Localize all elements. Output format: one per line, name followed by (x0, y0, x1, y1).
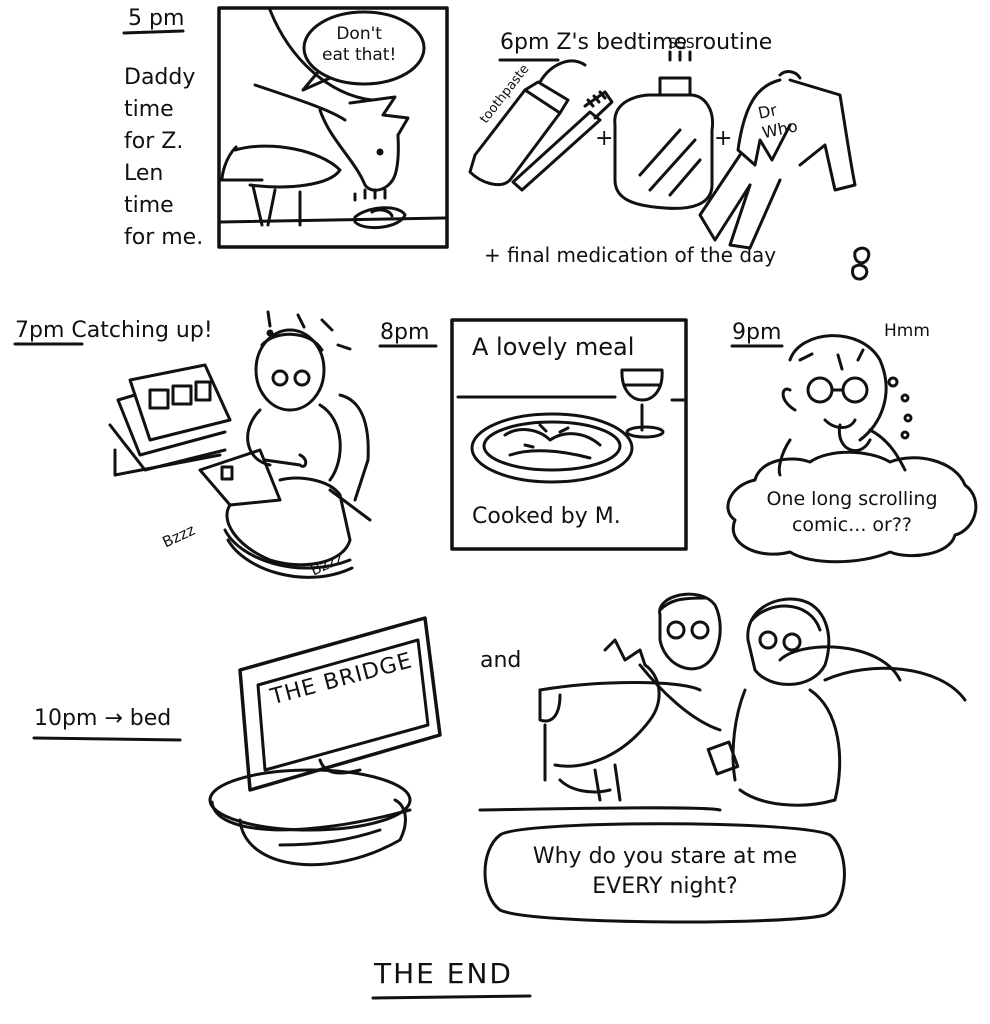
label-10pm: 10pm → bed (34, 706, 172, 731)
panel-5pm-frame (217, 6, 449, 249)
and-text: and (480, 648, 522, 673)
time-5pm: 5 pm (128, 6, 185, 31)
hot-water-bottle-icon (613, 50, 715, 210)
thinking-person-drawing (777, 334, 913, 477)
speech-text-10pm: Why do you stare at me EVERY night? (490, 842, 840, 902)
underline-the-end (371, 994, 532, 1000)
time-8pm: 8pm (380, 320, 430, 345)
wine-glass-icon (620, 368, 665, 439)
caption-6pm: + final medication of the day (484, 243, 777, 267)
speech-text-5pm: Don't eat that! (322, 24, 396, 66)
underline-5pm (122, 29, 185, 35)
thought-line: comic... or?? (791, 514, 913, 536)
time-9pm: 9pm (732, 320, 782, 345)
speech-line: Don't (336, 24, 382, 44)
the-end-title: THE END (374, 957, 513, 990)
title-7pm: 7pm Catching up! (15, 318, 213, 343)
meal-plate-drawing (456, 395, 686, 484)
caption-5pm-line: for me. (124, 225, 204, 250)
thought-line: One long scrolling (766, 488, 938, 510)
person-typing-drawing (246, 328, 370, 502)
caption-5pm-line: time (124, 193, 174, 218)
title-6pm: 6pm Z's bedtime routine (500, 30, 773, 55)
thought-text: One long scrolling comic... or?? (752, 486, 952, 538)
caption-5pm-line: Len (124, 161, 164, 186)
toothpaste-icon (468, 59, 587, 186)
pajamas-icon (698, 70, 857, 250)
tablet-pill-icon (851, 246, 871, 281)
speech-bubble-10pm (483, 822, 846, 924)
caption-5pm-line: time (124, 97, 174, 122)
steam-marks: SSS (668, 36, 695, 52)
speech-bubble-5pm (301, 10, 426, 92)
meal-footer: Cooked by M. (472, 504, 621, 529)
speech-line: EVERY night? (592, 874, 738, 899)
panel-8pm-frame (450, 318, 688, 551)
caption-5pm-line: Daddy (124, 65, 196, 90)
plus-sign: + (714, 126, 733, 151)
phone-device-drawing (198, 448, 372, 579)
dog-food-scrap (219, 178, 447, 230)
speech-line: Why do you stare at me (532, 844, 798, 869)
hmm-text: Hmm (884, 321, 930, 341)
plus-sign: + (595, 126, 614, 151)
speech-line: eat that! (322, 45, 397, 65)
toothbrush-icon (511, 90, 614, 192)
thought-cloud (726, 450, 978, 564)
tv-set-drawing (208, 616, 442, 867)
laptop-stack-drawing (108, 363, 232, 477)
underline-10pm (32, 736, 182, 742)
surprise-marks (266, 310, 352, 351)
caption-5pm-line: for Z. (124, 129, 184, 154)
meal-header: A lovely meal (472, 333, 635, 361)
caption-5pm: Daddy time for Z. Len time for me. (124, 62, 203, 254)
couple-on-sofa-drawing (478, 592, 967, 812)
